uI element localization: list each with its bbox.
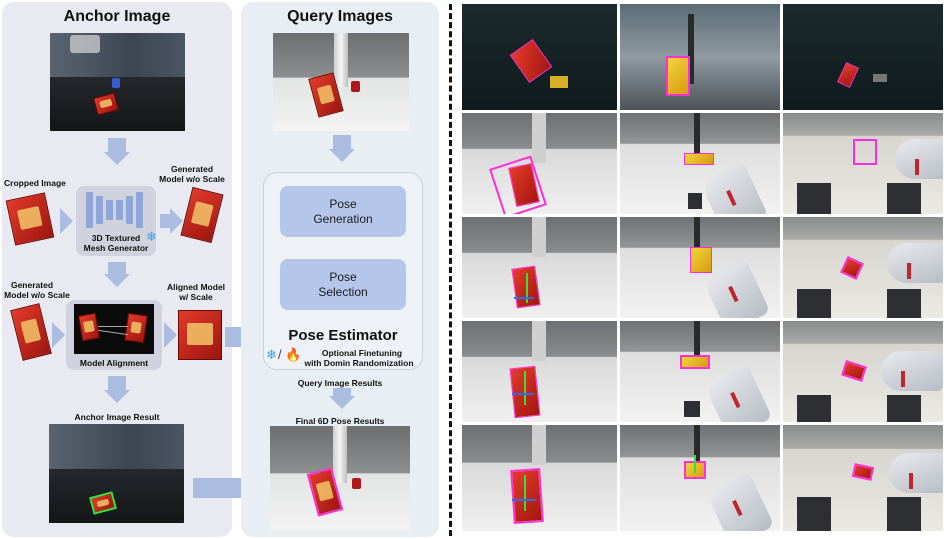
pose-selection-label-1: Pose	[329, 269, 357, 284]
anchor-result-image	[49, 424, 184, 523]
slash-separator: /	[278, 347, 282, 362]
aligned-model-label-1: Aligned Model	[166, 282, 226, 292]
result-cell	[620, 113, 780, 214]
flow-arrow	[193, 478, 253, 498]
finetune-label-2: with Domin Randomization	[304, 358, 414, 368]
snowflake-icon: ❄	[266, 347, 277, 362]
flow-arrow	[333, 135, 351, 149]
generated-model-2-label-2: Model w/o Scale	[4, 290, 70, 300]
result-cell	[620, 425, 780, 531]
query-image	[273, 33, 409, 131]
pose-generation-label-1: Pose	[329, 196, 357, 211]
result-cell	[783, 113, 943, 214]
cropped-image-label: Cropped Image	[4, 178, 66, 188]
flow-arrow-head	[52, 322, 65, 348]
model-alignment-label: Model Alignment	[79, 358, 149, 368]
aligned-model-label-2: w/ Scale	[179, 292, 213, 302]
generated-model-label-1: Generated	[170, 164, 214, 174]
results-grid	[462, 4, 943, 538]
mesh-generator-label-2: Mesh Generator	[83, 243, 149, 253]
generated-model-label-2: Model w/o Scale	[159, 174, 225, 184]
mesh-generator-module	[76, 186, 156, 256]
query-title: Query Images	[287, 8, 393, 25]
pose-generation-label-2: Generation	[313, 211, 373, 226]
pose-estimator-title: Pose Estimator	[288, 327, 398, 344]
final-result-image	[270, 426, 410, 530]
flow-arrow	[333, 388, 351, 396]
aligned-model	[178, 310, 222, 360]
result-cell	[783, 4, 943, 110]
mesh-generator-label-1: 3D Textured	[91, 233, 141, 243]
snowflake-icon: ❄	[146, 229, 157, 244]
result-cell	[462, 425, 617, 531]
result-cell	[462, 217, 617, 318]
flow-arrow	[108, 138, 126, 152]
anchor-result-label: Anchor Image Result	[74, 412, 160, 422]
flow-arrow-head	[104, 274, 130, 287]
section-divider	[449, 4, 452, 536]
anchor-image	[50, 33, 185, 131]
model-alignment-module	[66, 300, 162, 370]
pose-selection-label-2: Selection	[318, 284, 368, 299]
result-cell	[783, 321, 943, 422]
flow-arrow-head	[104, 390, 130, 403]
anchor-title: Anchor Image	[63, 8, 171, 25]
flow-arrow-head	[329, 149, 355, 162]
final-results-label: Final 6D Pose Results	[295, 416, 385, 426]
result-cell	[620, 217, 780, 318]
result-cell	[462, 4, 617, 110]
flow-arrow	[108, 262, 126, 274]
result-cell	[783, 217, 943, 318]
finetune-label-1: Optional Finetuning	[321, 348, 403, 358]
flame-icon: 🔥	[285, 347, 302, 362]
flow-arrow-head	[104, 152, 130, 165]
flow-arrow-head	[170, 208, 183, 234]
result-cell	[620, 321, 780, 422]
flow-arrow-head	[164, 322, 177, 348]
flow-arrow-head	[329, 396, 355, 409]
flow-arrow-head	[60, 208, 73, 234]
flow-arrow	[160, 214, 170, 228]
result-cell	[620, 4, 780, 110]
query-results-label: Query Image Results	[297, 378, 383, 388]
result-cell	[462, 113, 617, 214]
result-cell	[783, 425, 943, 531]
result-cell	[462, 321, 617, 422]
flow-arrow	[108, 376, 126, 390]
generated-model-2-label-1: Generated	[10, 280, 54, 290]
